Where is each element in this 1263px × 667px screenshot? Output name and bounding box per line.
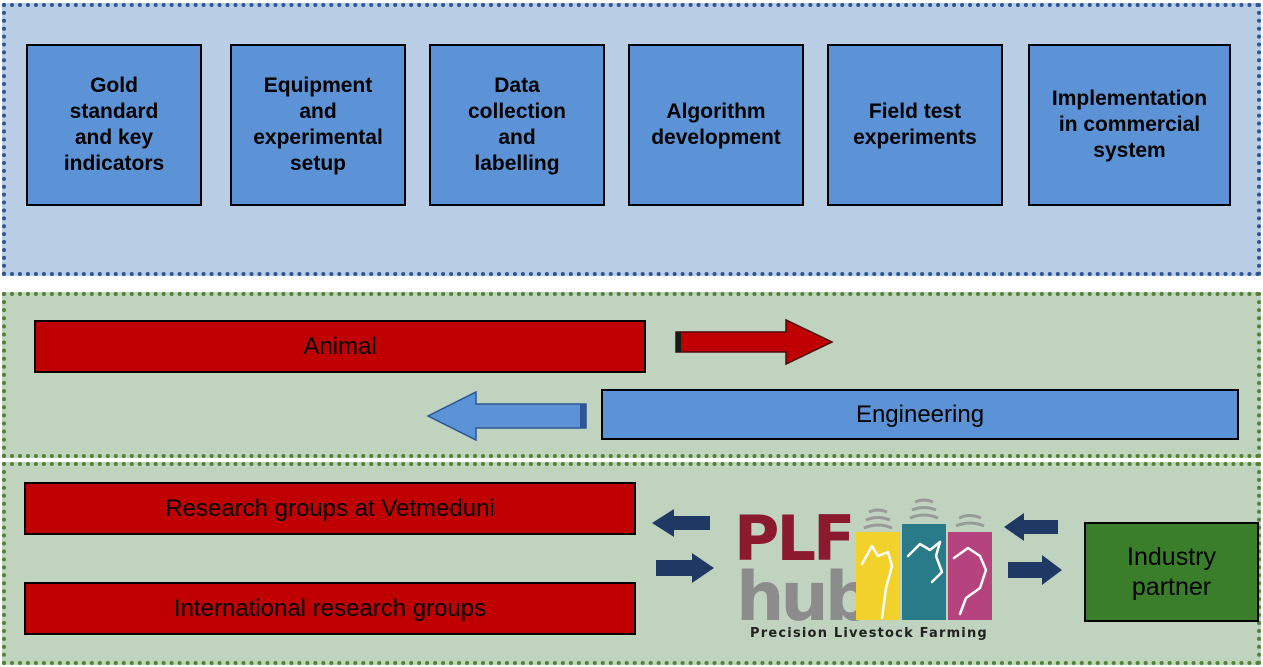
step-implementation: Implementation in commercial system	[1028, 44, 1231, 206]
step-gold-standard: Gold standard and key indicators	[26, 44, 202, 206]
step-algorithm-development: Algorithm development	[628, 44, 804, 206]
step-equipment-setup: Equipment and experimental setup	[230, 44, 406, 206]
international-bar: International research groups	[24, 582, 636, 635]
svg-text:PLF: PLF	[734, 502, 852, 575]
arrow-left-icon	[652, 509, 710, 537]
arrow-left-icon	[426, 390, 587, 442]
animal-bar: Animal	[34, 320, 646, 373]
engineering-bar: Engineering	[601, 389, 1239, 440]
industry-partner-box: Industry partner	[1084, 522, 1259, 622]
step-data-collection: Data collection and labelling	[429, 44, 605, 206]
logo-caption: Precision Livestock Farming	[750, 626, 988, 641]
arrow-right-icon	[656, 553, 714, 583]
arrow-right-icon	[1008, 555, 1062, 585]
arrow-right-icon	[675, 318, 834, 366]
plf-hub-logo: hub PLF	[734, 498, 992, 637]
step-field-test: Field test experiments	[827, 44, 1003, 206]
vetmeduni-bar: Research groups at Vetmeduni	[24, 482, 636, 535]
arrow-left-icon	[1004, 513, 1058, 541]
svg-text:hub: hub	[736, 558, 871, 637]
